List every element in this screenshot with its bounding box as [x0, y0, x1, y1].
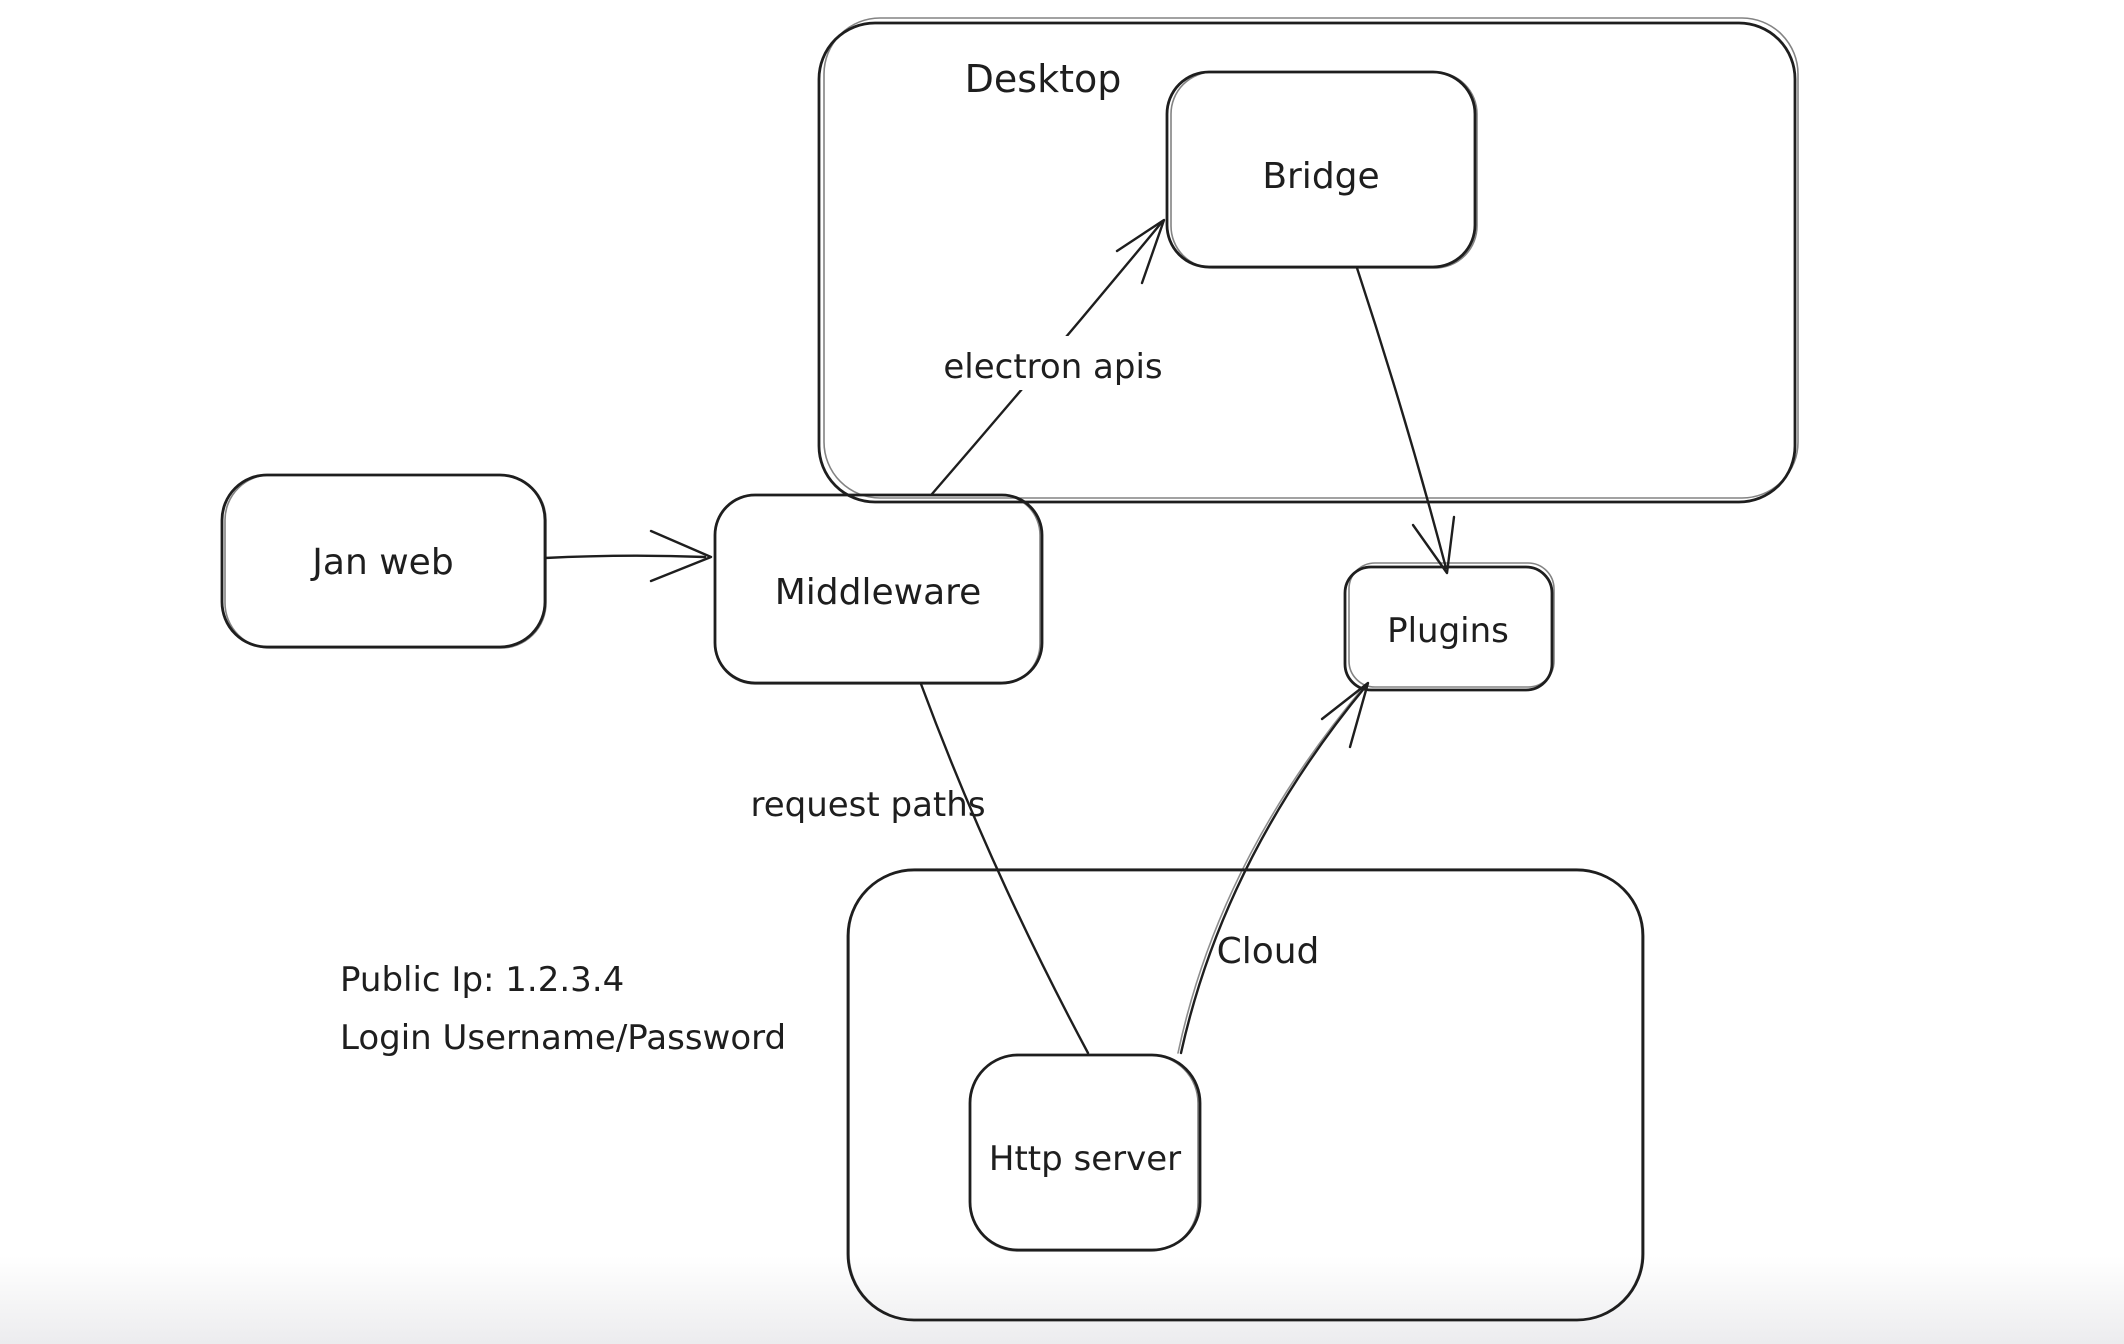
- container-desktop-echo-stroke: [823, 17, 1799, 499]
- container-cloud-label[interactable]: Cloud: [1217, 931, 1320, 972]
- node-bridge[interactable]: Bridge: [1165, 70, 1478, 269]
- edge-middleware-to-http-server[interactable]: request paths: [750, 682, 1090, 1055]
- edge-label-request-paths[interactable]: request paths: [750, 785, 985, 825]
- node-http-server[interactable]: Http server: [968, 1053, 1202, 1252]
- node-http-server-box[interactable]: [968, 1053, 1202, 1252]
- annotation-login[interactable]: Login Username/Password: [340, 1018, 786, 1058]
- node-middleware[interactable]: Middleware: [713, 493, 1044, 685]
- edge-jan-web-to-middleware[interactable]: [543, 529, 713, 583]
- edge-middleware-to-bridge[interactable]: electron apis: [920, 218, 1186, 496]
- annotation-public-ip[interactable]: Public Ip: 1.2.3.4: [340, 960, 624, 1000]
- node-plugins[interactable]: Plugins: [1343, 562, 1555, 692]
- node-bridge-label[interactable]: Bridge: [1262, 156, 1379, 197]
- edge-label-electron-apis[interactable]: electron apis: [943, 347, 1162, 387]
- annotation-credentials[interactable]: Public Ip: 1.2.3.4 Login Username/Passwo…: [340, 960, 786, 1058]
- container-desktop-box[interactable]: [817, 21, 1797, 504]
- node-jan-web-label[interactable]: Jan web: [310, 542, 453, 583]
- window-bottom-fade: [0, 1256, 2124, 1344]
- edge-bridge-to-plugins[interactable]: [1355, 266, 1456, 575]
- node-http-server-label[interactable]: Http server: [989, 1139, 1181, 1179]
- node-plugins-box[interactable]: [1343, 565, 1554, 692]
- node-plugins-echo-stroke: [1348, 562, 1555, 688]
- node-bridge-box[interactable]: [1165, 70, 1477, 269]
- node-middleware-label[interactable]: Middleware: [775, 572, 982, 613]
- container-desktop[interactable]: Desktop: [817, 17, 1799, 504]
- edge-http-server-to-plugins[interactable]: [1177, 681, 1370, 1055]
- container-desktop-label[interactable]: Desktop: [965, 57, 1122, 101]
- edge-label-background: [920, 336, 1186, 390]
- node-jan-web-box[interactable]: [220, 473, 547, 649]
- node-plugins-label[interactable]: Plugins: [1387, 611, 1509, 651]
- node-jan-web[interactable]: Jan web: [220, 473, 547, 649]
- container-cloud[interactable]: Cloud: [846, 868, 1645, 1322]
- node-middleware-box[interactable]: [713, 493, 1044, 685]
